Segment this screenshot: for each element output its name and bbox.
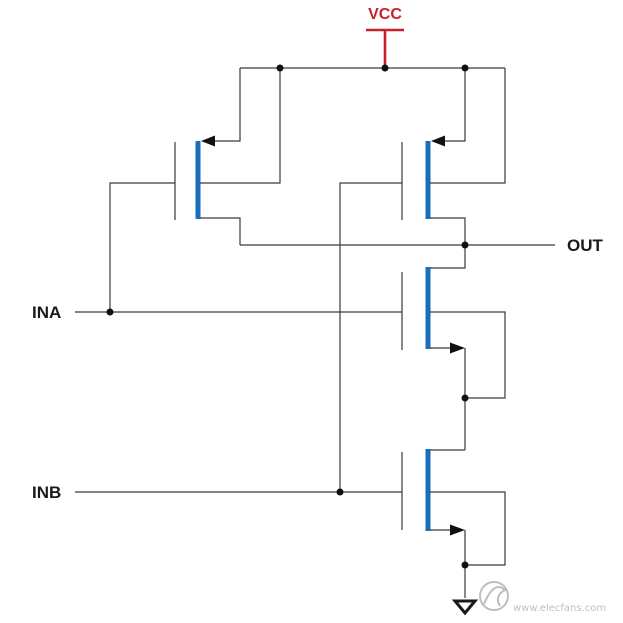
inb-label: INB	[32, 483, 61, 502]
ina-label: INA	[32, 303, 61, 322]
nmos-lower-body-wire	[430, 491, 506, 566]
junction-dot-icon	[381, 64, 389, 72]
junction-dot-icon	[276, 64, 284, 72]
pmos-left-source-arrow-icon	[201, 135, 215, 147]
pmos-left	[109, 68, 281, 312]
junction-dot-icon	[461, 561, 469, 569]
junction-dot-icon	[336, 488, 344, 496]
pmos-right-drain-wire	[430, 217, 466, 245]
pmos-right-body-wire	[430, 68, 506, 184]
pmos-right	[339, 68, 506, 492]
ground-icon	[451, 599, 479, 616]
nmos-upper-body-wire	[430, 311, 506, 399]
nmos-upper-drain-wire	[430, 245, 466, 269]
junction-dots	[106, 64, 469, 569]
nmos-lower-source-arrow-icon	[450, 524, 465, 536]
pmos-left-gate-wire	[109, 182, 175, 312]
pmos-right-gate-wire	[339, 182, 402, 492]
vcc-label: VCC	[368, 6, 402, 23]
pmos-left-drain-wire	[200, 217, 241, 245]
watermark-logo-swirl	[483, 586, 507, 607]
pmos-right-source-wire	[444, 68, 466, 142]
nmos-upper	[401, 245, 506, 450]
vcc-supply-icon	[366, 28, 404, 68]
pmos-left-source-wire	[214, 68, 241, 142]
pmos-left-body-wire	[200, 68, 281, 184]
nmos-lower	[401, 449, 506, 598]
watermark-logo-icon	[479, 581, 509, 611]
watermark-url: www.elecfans.com	[513, 603, 606, 614]
out-label: OUT	[567, 236, 604, 255]
pmos-right-source-arrow-icon	[431, 135, 445, 147]
junction-dot-icon	[106, 308, 114, 316]
junction-dot-icon	[461, 241, 469, 249]
watermark: www.elecfans.com	[479, 581, 606, 614]
junction-dot-icon	[461, 64, 469, 72]
nmos-upper-source-arrow-icon	[450, 342, 465, 354]
junction-dot-icon	[461, 394, 469, 402]
